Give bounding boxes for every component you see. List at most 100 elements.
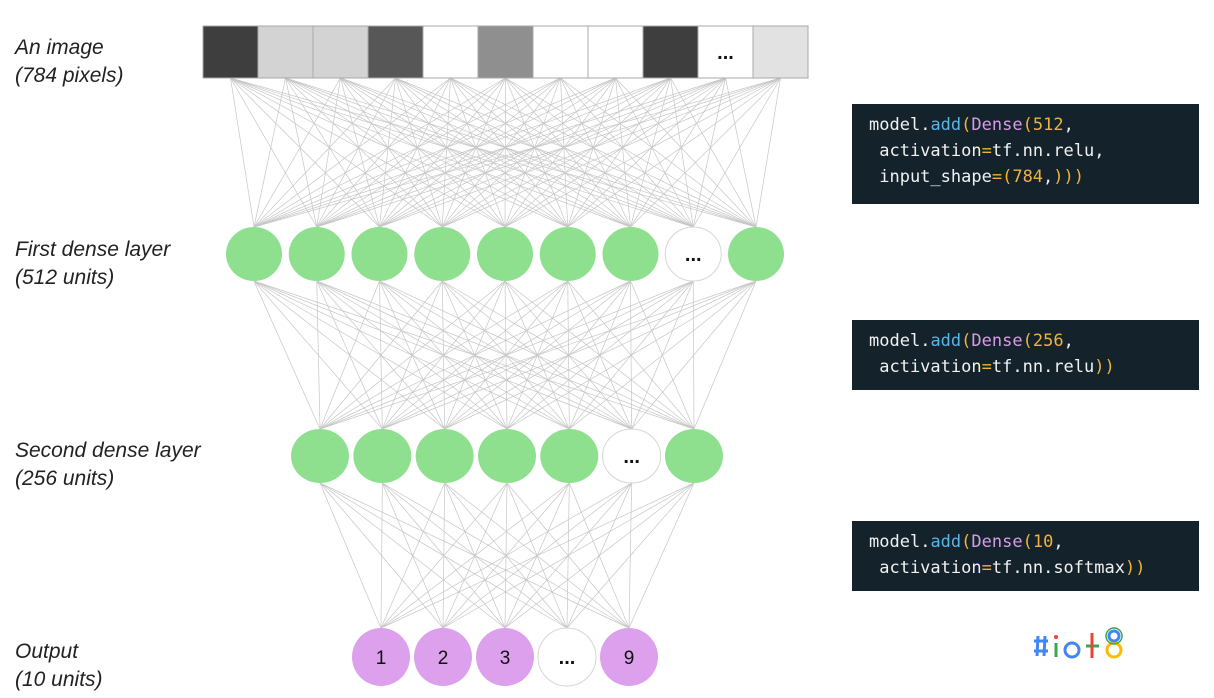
output-layer-label: Output (10 units) (15, 638, 103, 694)
code-token: ( (1022, 331, 1033, 351)
dense2-unit-ellipsis (602, 428, 662, 484)
connection-line (380, 482, 508, 629)
connection-line (379, 77, 726, 228)
dense1-unit (288, 227, 345, 281)
connection-line (316, 77, 726, 228)
connection-line (253, 77, 671, 228)
connection-line (670, 77, 694, 228)
connection-line (230, 77, 506, 228)
connection-line (569, 280, 757, 430)
output-unit (600, 628, 658, 686)
connection-line (566, 482, 695, 629)
pixel-cell (367, 25, 424, 79)
code-token: activation (869, 558, 982, 578)
connection-line (505, 77, 631, 228)
code-token: activation (869, 357, 982, 377)
code-token: = (981, 558, 992, 578)
connection-line (631, 280, 757, 430)
connection-line (285, 77, 568, 228)
unit-label: ... (623, 446, 640, 468)
code-token: relu (1053, 357, 1095, 377)
connection-line (253, 77, 341, 228)
code-token: tf (991, 558, 1013, 578)
connection-line (560, 77, 757, 228)
connection-line (316, 77, 616, 228)
input-pixel-row: ... (202, 25, 809, 79)
connection-line (253, 280, 321, 430)
code-token: . (1043, 558, 1054, 578)
connection-line (379, 77, 506, 228)
connection-line (442, 77, 616, 228)
connection-line (615, 77, 757, 228)
code-token: relu (1053, 141, 1095, 161)
dense1-unit (477, 227, 533, 281)
code-token: model (869, 532, 921, 552)
connection-line (450, 77, 694, 228)
code-line: activation=tf.nn.relu, (869, 138, 1199, 164)
connection-line (450, 77, 757, 228)
connection-line (505, 77, 569, 228)
connection-line (379, 77, 451, 228)
code-block-dense-10: model.add(Dense(10, activation=tf.nn.sof… (852, 521, 1199, 591)
pixel-cell (202, 25, 259, 79)
code-token: nn (1022, 558, 1044, 578)
code-token: , (1094, 141, 1105, 161)
connection-line (319, 482, 382, 629)
dense1-layer-label: First dense layer (512 units) (15, 236, 170, 292)
code-token: input_shape (869, 167, 992, 187)
connection-line (319, 280, 568, 430)
connection-line (379, 77, 616, 228)
connection-line (316, 77, 781, 228)
connection-line (230, 77, 255, 228)
code-token: 784 (1012, 167, 1044, 187)
connection-line (319, 280, 506, 430)
dense2-unit (540, 429, 599, 483)
connection-line (395, 77, 443, 228)
connection-line (395, 77, 506, 228)
dense2-unit (353, 429, 412, 483)
connection-line (285, 77, 380, 228)
output-unit (476, 628, 534, 686)
code-token: = (981, 141, 992, 161)
connection-line (450, 77, 631, 228)
image-layer-title: An image (15, 36, 104, 59)
connection-line (504, 77, 726, 228)
connection-line (380, 482, 632, 629)
unit-label: ... (559, 647, 576, 669)
connection-line (755, 77, 781, 228)
code-token: . (1043, 357, 1054, 377)
connection-line (253, 77, 726, 228)
code-token: . (1012, 357, 1023, 377)
code-token: ( (1022, 115, 1033, 135)
connection-line (615, 77, 694, 228)
connection-line (379, 77, 781, 228)
output-unit-ellipsis (537, 627, 597, 687)
connection-line (316, 77, 341, 228)
connection-line (382, 280, 757, 430)
connection-line (692, 77, 781, 228)
dense2-unit (291, 429, 349, 483)
connection-line (380, 482, 570, 629)
google-io-18-logo (1034, 627, 1123, 659)
connection-line (504, 77, 781, 228)
code-token: . (1012, 558, 1023, 578)
connection-line (340, 77, 631, 228)
connection-line (504, 77, 616, 228)
unit-label: ... (685, 244, 702, 266)
code-token: . (920, 532, 931, 552)
connection-line (692, 77, 726, 228)
code-token: ( (961, 115, 972, 135)
dense2-unit (664, 429, 723, 483)
dense2-layer-title: Second dense layer (15, 439, 201, 462)
connection-line (693, 280, 757, 430)
connection-line (340, 77, 568, 228)
pixel-cell (532, 25, 589, 79)
code-token: nn (1022, 141, 1044, 161)
code-token: add (930, 115, 962, 135)
connection-line (230, 77, 380, 228)
connection-line (253, 77, 286, 228)
connection-line (504, 77, 671, 228)
connection-line (340, 77, 443, 228)
connection-line (395, 77, 631, 228)
